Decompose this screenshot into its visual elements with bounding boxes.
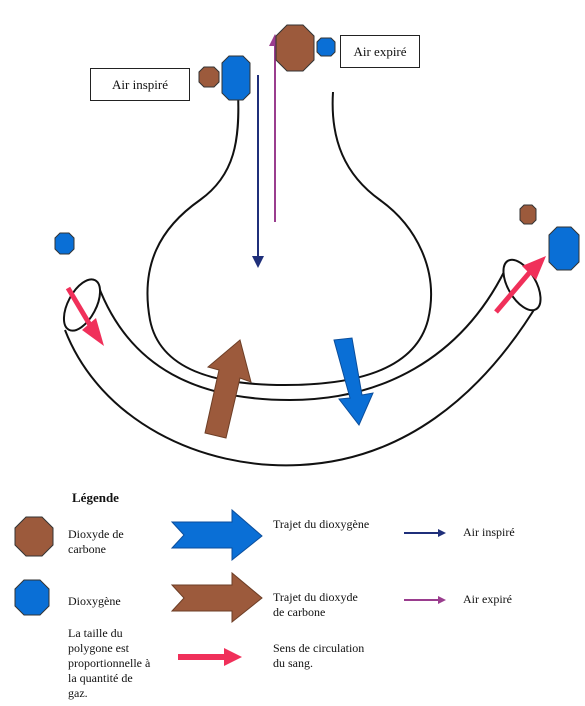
legend-o2-label: Dioxygène [68, 594, 121, 609]
legend-blood-flow-label: Sens de circulation du sang. [273, 641, 364, 671]
legend-co2-path-arrow-icon [172, 573, 262, 622]
air-inspire-box-label: Air inspiré [112, 77, 168, 93]
legend-o2-path-arrow-icon [172, 510, 262, 560]
co2-octagon-icon [276, 25, 314, 71]
alveolus-outline [147, 92, 431, 385]
air-expire-box-label: Air expiré [353, 44, 406, 60]
legend-co2-path-label: Trajet du dioxyde de carbone [273, 590, 358, 620]
legend-co2-octagon-icon [15, 517, 53, 556]
capillary-inner-edge [98, 270, 505, 400]
legend-expired-air-arrow-icon [404, 596, 446, 604]
o2-octagon-icon [55, 233, 74, 254]
legend-inspired-air-label: Air inspiré [463, 525, 515, 540]
capillary-left-opening [56, 274, 107, 337]
legend-o2-octagon-icon [15, 580, 49, 615]
o2-octagon-icon [222, 56, 250, 100]
legend-o2-path-label: Trajet du dioxygène [273, 517, 369, 532]
legend-size-note: La taille du polygone est proportionnell… [68, 626, 178, 701]
co2-octagon-icon [199, 67, 219, 87]
o2-octagon-icon [317, 38, 335, 56]
co2-path-arrow-icon [205, 340, 251, 438]
legend-title: Légende [72, 490, 119, 506]
legend-inspired-air-arrow-icon [404, 529, 446, 537]
co2-octagon-icon [520, 205, 536, 224]
air-expire-box: Air expiré [340, 35, 420, 68]
legend-co2-label: Dioxyde de carbone [68, 527, 124, 557]
o2-octagon-icon [549, 227, 579, 270]
legend-blood-flow-arrow-icon [178, 648, 242, 666]
air-inspire-box: Air inspiré [90, 68, 190, 101]
legend-expired-air-label: Air expiré [463, 592, 512, 607]
